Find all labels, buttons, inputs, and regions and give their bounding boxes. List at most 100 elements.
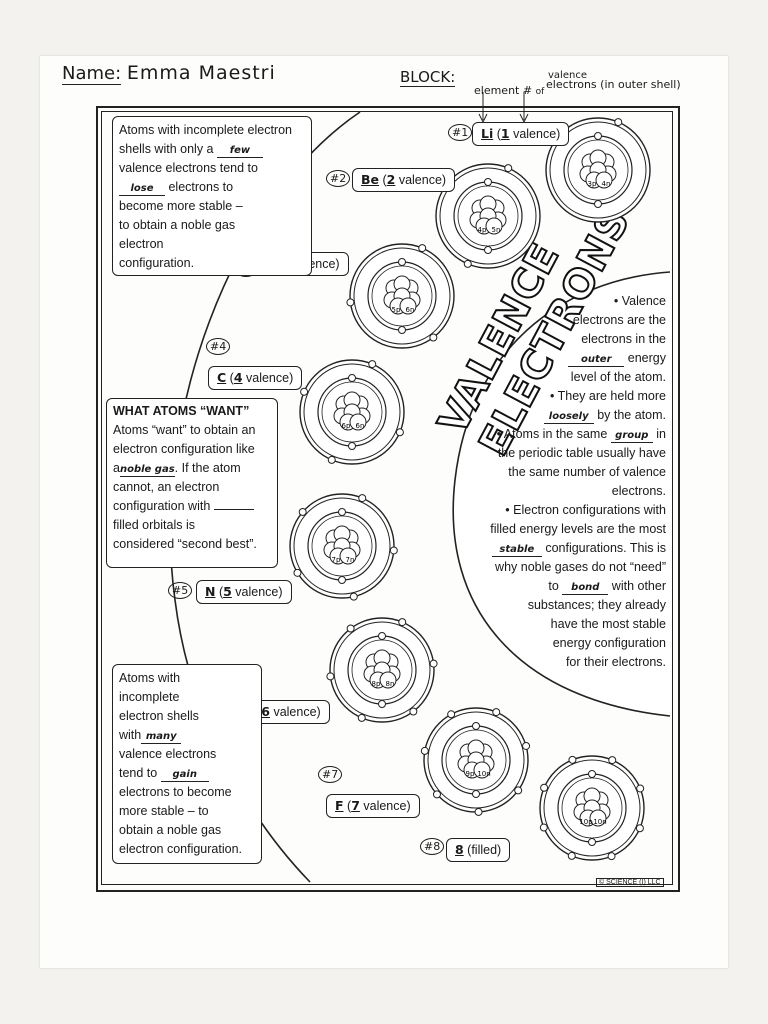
element-symbol: 8: [455, 842, 464, 857]
valence-electron: [433, 791, 440, 798]
valence-electron: [294, 569, 301, 576]
note-4-line-8: energy configuration: [470, 634, 666, 653]
proton-count: 5p: [392, 306, 401, 314]
note-4-blank-2: bond: [562, 582, 608, 595]
want-line-3a: a: [113, 461, 120, 475]
valence-electron: [350, 593, 357, 600]
valence-electron: [396, 429, 403, 436]
valence-electron: [523, 742, 530, 749]
valence-electron: [410, 708, 417, 715]
paren-open: (: [226, 371, 234, 385]
element-symbol: Be: [361, 172, 379, 187]
valence-electron: [359, 495, 366, 502]
note-2-line-2-text: by the atom.: [597, 408, 666, 422]
neutron-count: 7n: [346, 556, 355, 564]
atom-number-label: #2: [326, 172, 350, 185]
valence-electron: [505, 165, 512, 172]
element-symbol: C: [217, 370, 226, 385]
note-3-line-2: the periodic table usually have: [470, 444, 666, 463]
neutron-count: 6n: [406, 306, 415, 314]
note-1-line-4-text: energy: [628, 351, 666, 365]
many-blank-2: gain: [161, 769, 209, 782]
inner-electron: [339, 577, 346, 584]
valence-electron: [636, 825, 643, 832]
valence-electron: [419, 245, 426, 252]
valence-electron: [347, 625, 354, 632]
note-3-line-1b: in: [656, 427, 666, 441]
note-4-line-2: filled energy levels are the most: [470, 520, 666, 539]
note-1-line-5: level of the atom.: [470, 368, 666, 387]
valence-electron: [540, 824, 547, 831]
paren-open: (: [215, 585, 223, 599]
atom-5: 7p 7n: [290, 494, 397, 600]
valence-electron: [399, 619, 406, 626]
note-4-line-6: substances; they already: [470, 596, 666, 615]
neutron-count: 4n: [602, 180, 611, 188]
note-4-line-9: for their electrons.: [470, 653, 666, 672]
few-line-3: valence electrons tend to: [119, 159, 305, 178]
note-3-line-1a: • Atoms in the same: [497, 427, 608, 441]
many-line-4a: with: [119, 728, 141, 742]
atom-number-label: #4: [206, 340, 230, 353]
valence-count: 5: [223, 584, 232, 599]
atom-valence-label: Li (1 valence): [472, 122, 569, 146]
what-atoms-want-box: WHAT ATOMS “WANT” Atoms “want” to obtain…: [106, 398, 278, 568]
inner-electron: [379, 633, 386, 640]
note-2-line-2: loosely by the atom.: [470, 406, 666, 425]
copyright: © SCIENCE (I) LLC: [596, 878, 664, 887]
inner-electron: [473, 723, 480, 730]
valence-electron: [609, 757, 616, 764]
valence-electron: [608, 853, 615, 860]
note-3-line-4: electrons.: [470, 482, 666, 501]
element-symbol: Li: [481, 126, 493, 141]
many-blank-1: many: [141, 731, 181, 744]
inner-electron: [399, 327, 406, 334]
valence-electron: [568, 852, 575, 859]
note-4-line-1: • Electron configurations with: [470, 501, 666, 520]
valence-count: 7: [351, 798, 360, 813]
note-3-line-3: the same number of valence: [470, 463, 666, 482]
valence-electron: [515, 787, 522, 794]
note-1-line-3: electrons in the: [470, 330, 666, 349]
many-valence-box: Atoms with incomplete electron shells wi…: [112, 664, 262, 864]
proton-count: 6p: [342, 422, 351, 430]
proton-count: 9p: [466, 770, 475, 778]
few-line-4-text: electrons to: [168, 180, 233, 194]
atom-6: 8p8n: [327, 618, 437, 722]
proton-count: 7p: [332, 556, 341, 564]
neutron-count: 6n: [356, 422, 365, 430]
valence-suffix: valence): [510, 127, 561, 141]
valence-electron: [475, 808, 482, 815]
valence-count: 1: [501, 126, 510, 141]
few-line-2-text: shells with only a: [119, 142, 214, 156]
valence-electron: [569, 756, 576, 763]
atom-number-label: #5: [168, 584, 192, 597]
atom-valence-label: Be (2 valence): [352, 168, 455, 192]
atom-number-label: #8: [420, 840, 444, 853]
proton-count: 10p: [579, 818, 593, 826]
valence-suffix: valence): [232, 585, 283, 599]
valence-electron: [301, 388, 308, 395]
want-line-2: electron configuration like: [113, 440, 271, 459]
note-4-line-5b: with other: [612, 579, 666, 593]
inner-electron: [485, 179, 492, 186]
inner-electron: [349, 375, 356, 382]
valence-electron: [637, 785, 644, 792]
note-2-line-1: • They are held more: [470, 387, 666, 406]
note-1-line-4: outer energy: [470, 349, 666, 368]
inner-electron: [485, 247, 492, 254]
atom-valence-label: 8 (filled): [446, 838, 510, 862]
few-line-6: to obtain a noble gas: [119, 216, 305, 235]
few-line-4: lose electrons to: [119, 178, 305, 197]
few-line-2: shells with only a few: [119, 140, 305, 159]
few-valence-box: Atoms with incomplete electron shells wi…: [112, 116, 312, 276]
valence-electron: [358, 714, 365, 721]
few-line-1: Atoms with incomplete electron: [119, 121, 305, 140]
want-line-5: configuration with: [113, 497, 271, 516]
atom-number-label: #7: [318, 768, 342, 781]
atom-7: 9p10n: [421, 708, 529, 815]
valence-electron: [448, 711, 455, 718]
inner-electron: [473, 791, 480, 798]
atom-4: 6p 6n: [300, 360, 404, 464]
